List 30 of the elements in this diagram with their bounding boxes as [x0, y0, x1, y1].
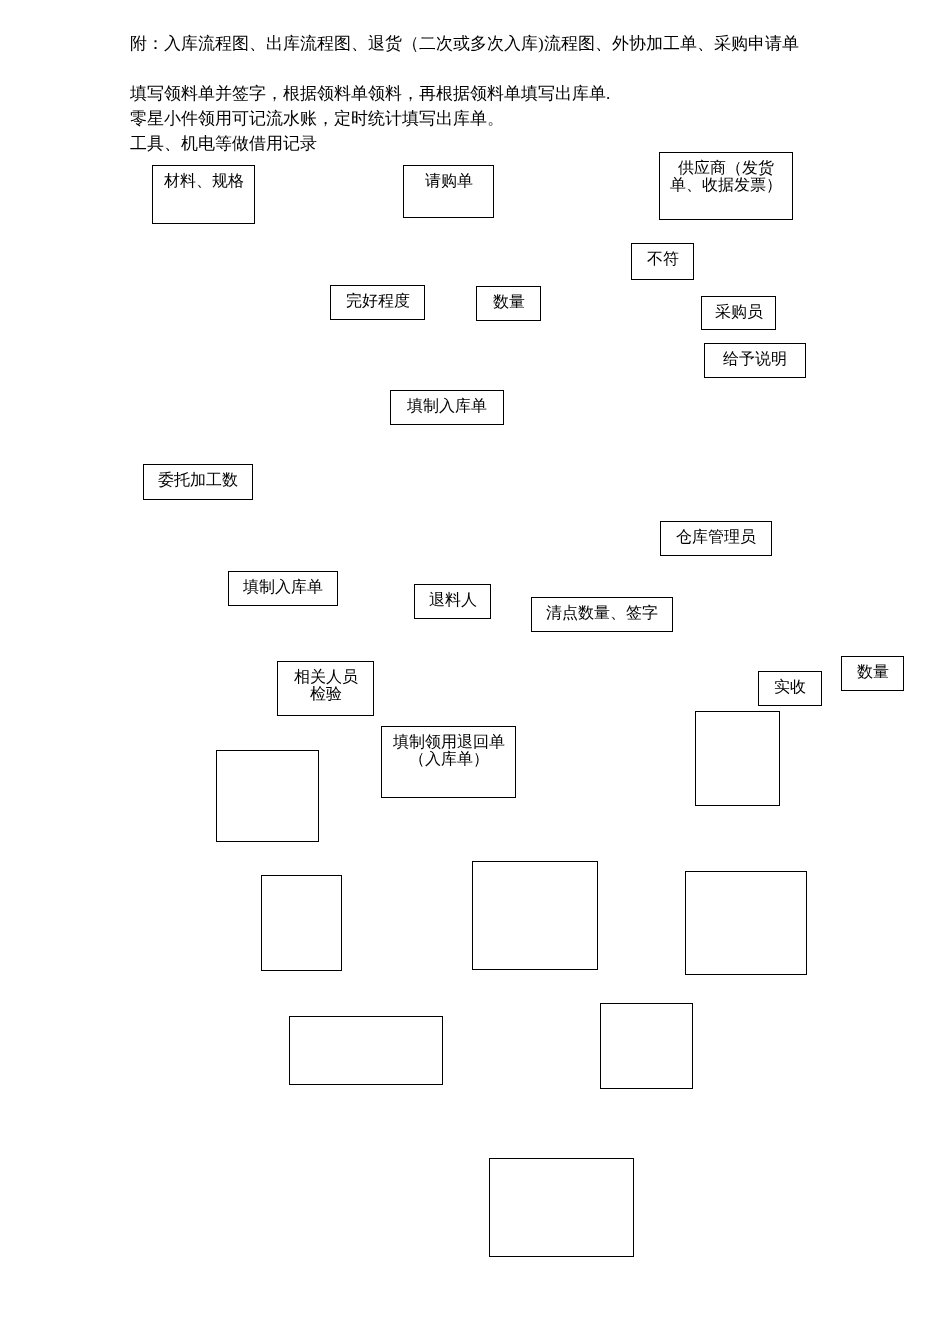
- process-box: 清点数量、签字: [531, 597, 673, 632]
- empty-box: [600, 1003, 693, 1089]
- note-text: 零星小件领用可记流水账，定时统计填写出库单。: [129, 108, 505, 130]
- process-box: 填制入库单: [390, 390, 504, 425]
- process-box: 填制领用退回单（入库单）: [381, 726, 516, 798]
- process-box: 给予说明: [704, 343, 806, 378]
- note-text: 附：入库流程图、出库流程图、退货（二次或多次入库)流程图、外协加工单、采购申请单: [129, 33, 800, 55]
- process-box: 填制入库单: [228, 571, 338, 606]
- process-box: 请购单: [403, 165, 494, 218]
- empty-box: [261, 875, 342, 971]
- process-box: 数量: [841, 656, 904, 691]
- process-box: 委托加工数: [143, 464, 253, 500]
- process-box: 采购员: [701, 296, 776, 330]
- process-box: 完好程度: [330, 285, 425, 320]
- note-text: 工具、机电等做借用记录: [129, 133, 318, 155]
- empty-box: [685, 871, 807, 975]
- process-box: 退料人: [414, 584, 491, 619]
- process-box: 相关人员检验: [277, 661, 374, 716]
- process-box: 数量: [476, 286, 541, 321]
- process-box: 实收: [758, 671, 822, 706]
- empty-box: [472, 861, 598, 970]
- process-box: 不符: [631, 243, 694, 280]
- empty-box: [489, 1158, 634, 1257]
- empty-box: [695, 711, 780, 806]
- empty-box: [289, 1016, 443, 1085]
- process-box: 材料、规格: [152, 165, 255, 224]
- empty-box: [216, 750, 319, 842]
- note-text: 填写领料单并签字，根据领料单领料，再根据领料单填写出库单.: [129, 83, 612, 105]
- process-box: 仓库管理员: [660, 521, 772, 556]
- process-box: 供应商（发货单、收据发票）: [659, 152, 793, 220]
